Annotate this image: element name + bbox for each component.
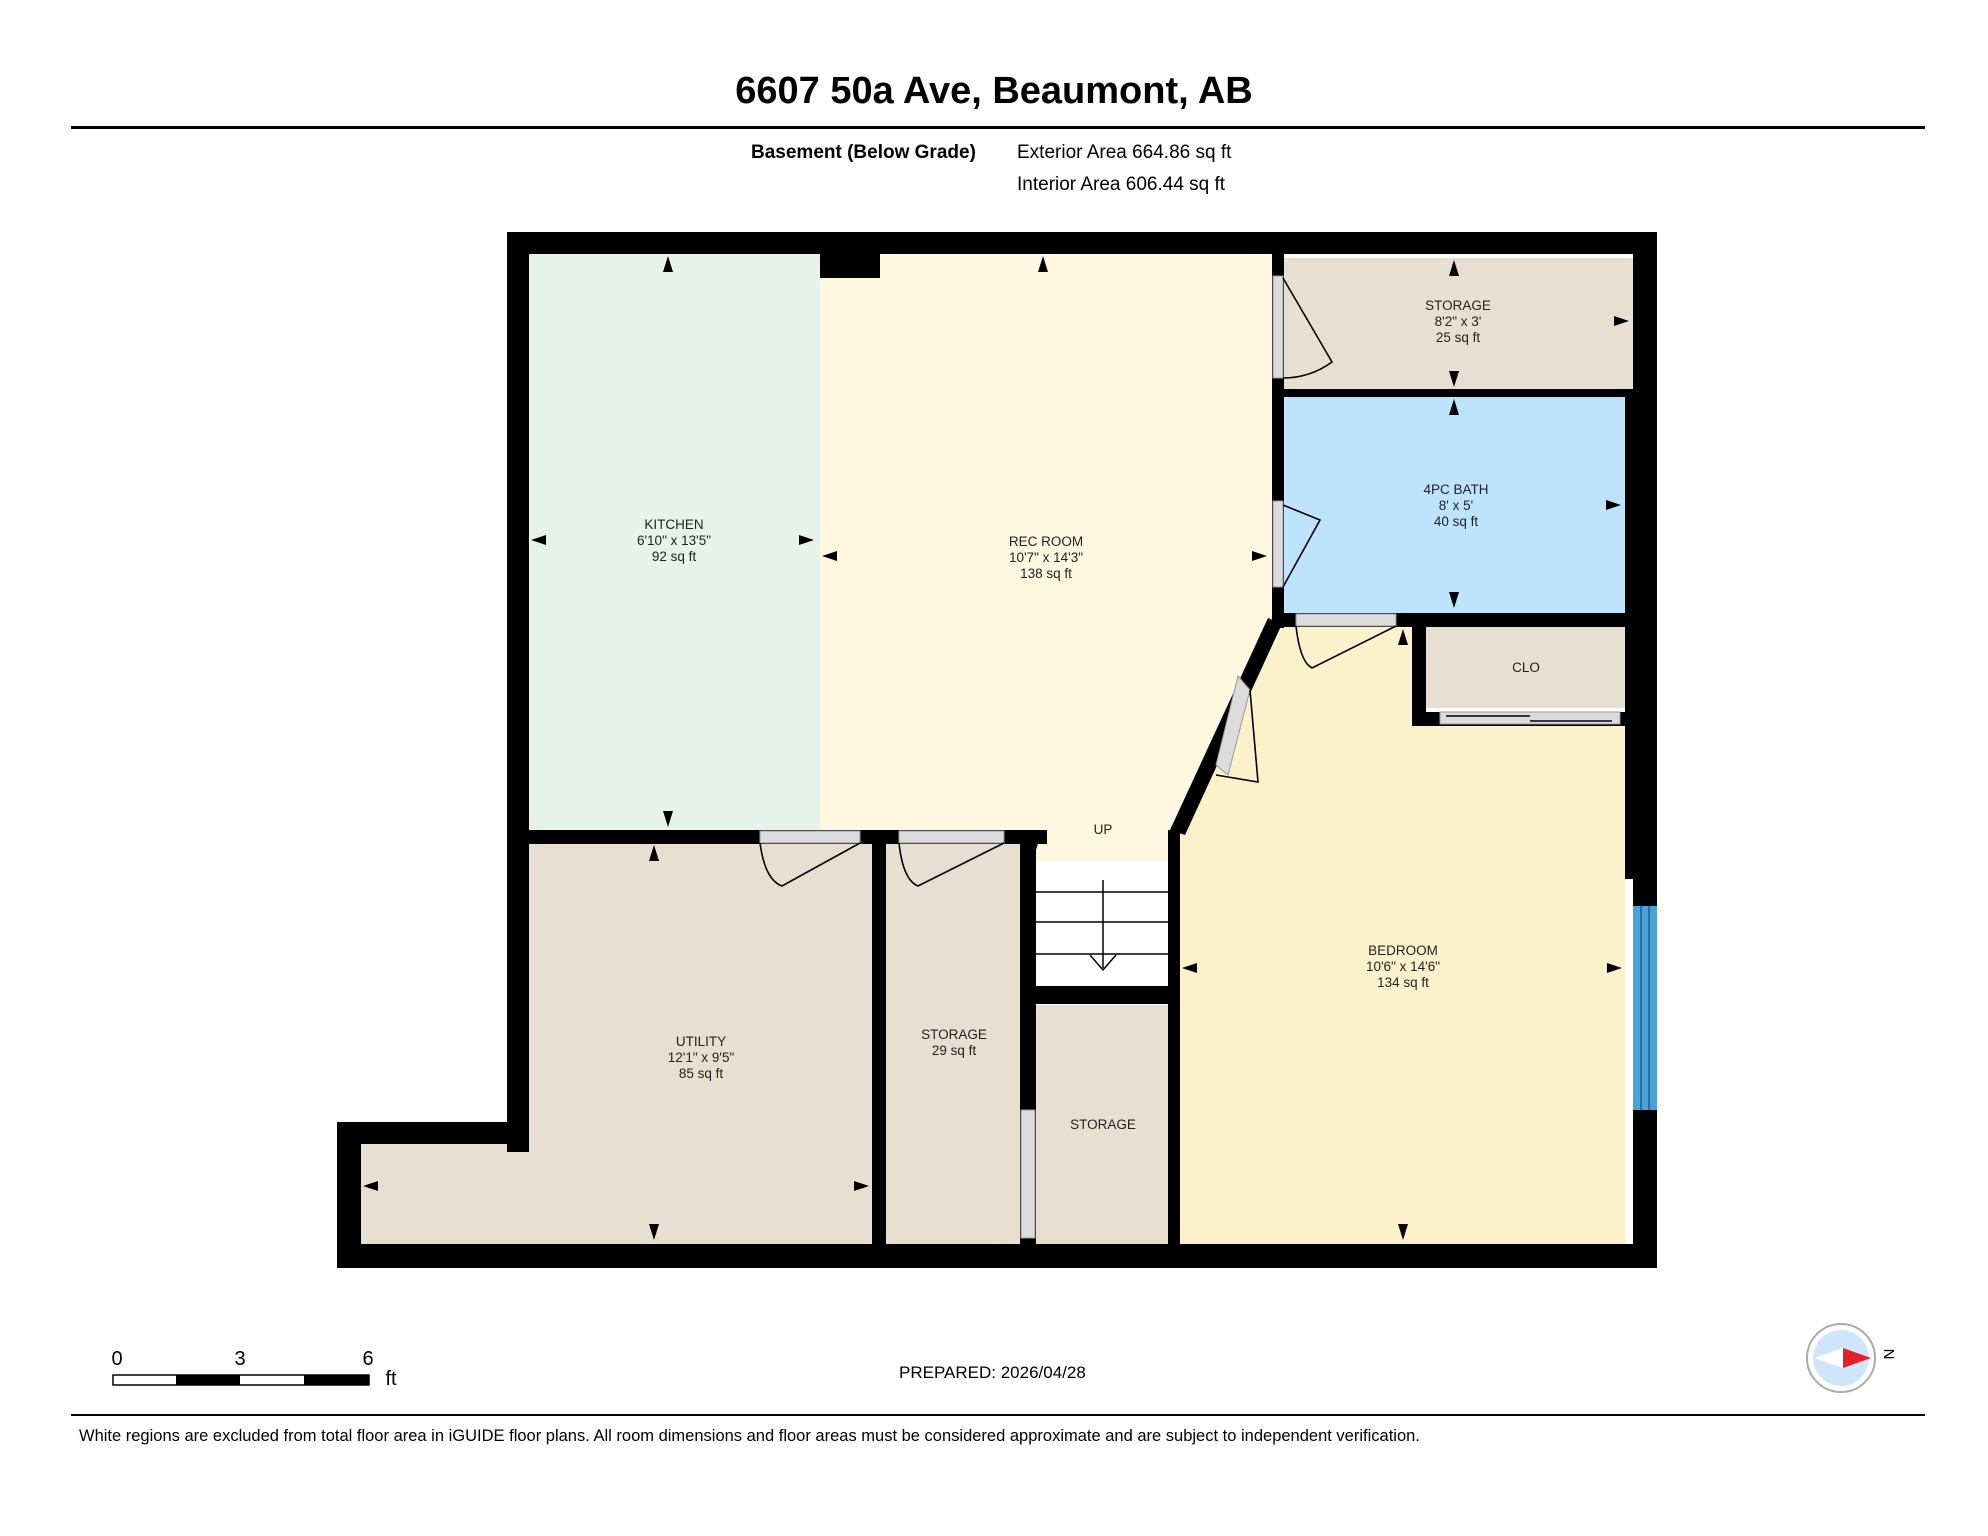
footer-disclaimer: White regions are excluded from total fl…: [79, 1427, 1420, 1445]
scale-bar: 0 3 6 ft: [111, 1348, 397, 1390]
closet-room: [1426, 627, 1625, 708]
dimension-arrows: [363, 256, 1629, 1240]
closet-sliding-door: [1439, 711, 1621, 725]
bath-name: 4PC BATH: [1423, 482, 1488, 497]
stairs: [1036, 880, 1170, 972]
rec-room-name: REC ROOM: [1009, 534, 1083, 549]
scale-tick-3: 3: [234, 1348, 245, 1370]
scale-unit: ft: [385, 1368, 397, 1390]
room-labels: KITCHEN 6'10" x 13'5" 92 sq ft REC ROOM …: [637, 298, 1540, 1132]
rec-room: [820, 254, 1272, 862]
storage-top-room: [1283, 258, 1633, 389]
storage-mid-room: [886, 842, 1020, 1244]
compass-icon: N: [1806, 1323, 1897, 1393]
bath-room: [1283, 397, 1625, 613]
storage-top-name: STORAGE: [1425, 298, 1491, 313]
interior-area: Interior Area 606.44 sq ft: [1017, 174, 1226, 195]
scale-tick-0: 0: [111, 1348, 122, 1370]
storage-top-dims: 8'2" x 3': [1435, 314, 1482, 329]
compass-north-label: N: [1880, 1349, 1897, 1360]
utility-area: 85 sq ft: [679, 1066, 724, 1081]
prepared-date: PREPARED: 2026/04/28: [899, 1363, 1086, 1382]
storage-top-area: 25 sq ft: [1436, 330, 1481, 345]
storage-small-name: STORAGE: [1070, 1117, 1136, 1132]
bedroom-dims: 10'6" x 14'6": [1366, 959, 1440, 974]
bedroom-window: [1633, 906, 1657, 1110]
bedroom-name: BEDROOM: [1368, 943, 1438, 958]
bedroom-room: [1180, 617, 1625, 1244]
utility-name: UTILITY: [676, 1034, 726, 1049]
storage-mid-name: STORAGE: [921, 1027, 987, 1042]
footer-rule: [71, 1414, 1925, 1416]
storage-small-room: [1036, 1005, 1170, 1244]
kitchen-room: [527, 254, 820, 832]
storage-mid-area: 29 sq ft: [932, 1043, 977, 1058]
rec-room-area: 138 sq ft: [1020, 566, 1072, 581]
utility-dims: 12'1" x 9'5": [668, 1050, 735, 1065]
header-rule: [71, 126, 1925, 129]
level-name: Basement (Below Grade): [751, 142, 976, 163]
bedroom-area: 134 sq ft: [1377, 975, 1429, 990]
kitchen-area: 92 sq ft: [652, 549, 697, 564]
exterior-area: Exterior Area 664.86 sq ft: [1017, 142, 1232, 163]
bath-dims: 8' x 5': [1439, 498, 1473, 513]
door-openings: [759, 275, 1397, 1239]
door-swings: [759, 277, 1397, 887]
stairs-up-label: UP: [1094, 822, 1113, 837]
utility-room: [360, 842, 872, 1244]
closet-name: CLO: [1512, 660, 1540, 675]
address-title: 6607 50a Ave, Beaumont, AB: [735, 70, 1253, 112]
scale-tick-6: 6: [362, 1348, 373, 1370]
rec-room-dims: 10'7" x 14'3": [1009, 550, 1083, 565]
bath-area: 40 sq ft: [1434, 514, 1479, 529]
kitchen-dims: 6'10" x 13'5": [637, 533, 711, 548]
kitchen-name: KITCHEN: [644, 517, 703, 532]
